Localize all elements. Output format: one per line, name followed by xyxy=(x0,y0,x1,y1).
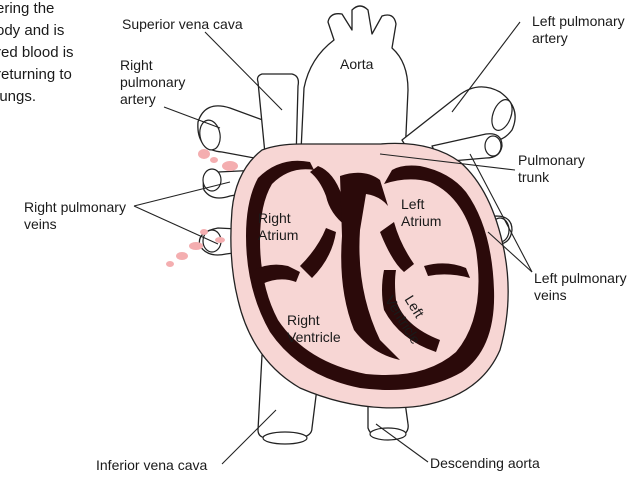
label-right-atrium: Right Atrium xyxy=(258,210,298,244)
label-aorta: Aorta xyxy=(340,56,373,73)
label-right-ventricle: Right Ventricle xyxy=(287,312,341,346)
label-right-pulmonary-veins: Right pulmonary veins xyxy=(24,199,126,233)
intro-line: ering the xyxy=(0,0,74,20)
intro-line: ody and is xyxy=(0,20,74,42)
intro-line: lungs. xyxy=(0,86,74,108)
intro-text: ering the ody and is red blood is return… xyxy=(0,0,74,108)
label-superior-vena-cava: Superior vena cava xyxy=(122,16,243,33)
label-pulmonary-trunk: Pulmonary trunk xyxy=(518,152,585,186)
label-left-atrium: Left Atrium xyxy=(401,196,441,230)
label-inferior-vena-cava: Inferior vena cava xyxy=(96,457,207,474)
label-descending-aorta: Descending aorta xyxy=(430,455,540,472)
intro-line: red blood is xyxy=(0,42,74,64)
intro-line: returning to xyxy=(0,64,74,86)
label-left-pulmonary-veins: Left pulmonary veins xyxy=(534,270,627,304)
label-right-pulmonary-artery: Right pulmonary artery xyxy=(120,57,185,108)
label-left-pulmonary-artery: Left pulmonary artery xyxy=(532,13,625,47)
